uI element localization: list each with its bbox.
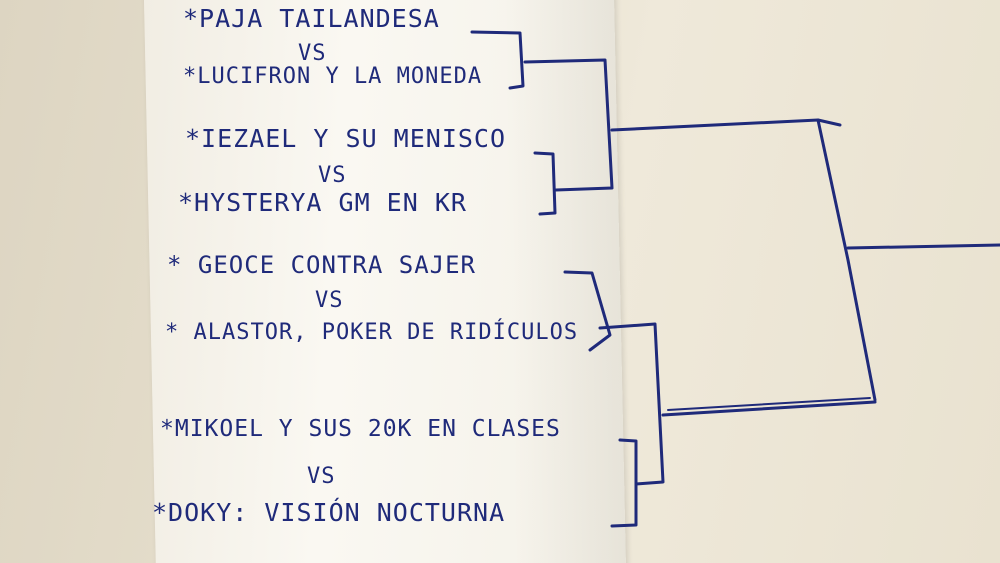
match-1-player-b: *LUCIFRON Y LA MONEDA xyxy=(183,64,483,89)
bracket-match-4 xyxy=(610,438,638,528)
match-2-vs: VS xyxy=(318,163,347,188)
bracket-match-3 xyxy=(563,270,612,352)
match-2-player-b: *HYSTERYA GM EN KR xyxy=(178,188,467,217)
match-4-vs: VS xyxy=(307,464,336,489)
match-3-vs: VS xyxy=(315,288,344,313)
bracket-final-side xyxy=(816,118,877,402)
bracket-match-2 xyxy=(533,151,557,216)
bracket-match-1 xyxy=(470,30,525,90)
match-3-player-b: * ALASTOR, POKER DE RIDÍCULOS xyxy=(165,320,579,345)
bracket-final-bottom xyxy=(661,400,877,417)
bracket-semi-1 xyxy=(523,58,614,192)
bracket-final-top xyxy=(610,118,842,132)
match-1-player-a: *PAJA TAILANDESA xyxy=(183,4,440,33)
match-4-player-b: *DOKY: VISIÓN NOCTURNA xyxy=(152,498,506,527)
bracket-winner-line xyxy=(846,243,1000,250)
bracket-final-bottom-2 xyxy=(667,397,871,411)
match-4-player-a: *MIKOEL Y SUS 20K EN CLASES xyxy=(160,416,561,442)
match-1-vs: VS xyxy=(298,41,327,66)
match-2-player-a: *IEZAEL Y SU MENISCO xyxy=(185,124,507,153)
bracket-semi-2 xyxy=(598,322,665,486)
match-3-player-a: * GEOCE CONTRA SAJER xyxy=(167,251,476,279)
